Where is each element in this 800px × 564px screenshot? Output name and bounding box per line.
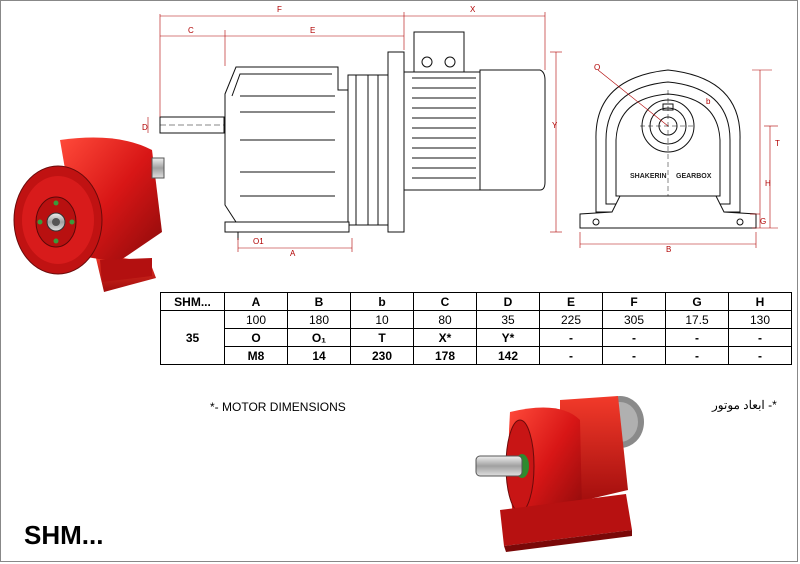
header-cell: SHM... <box>160 292 225 311</box>
table-cell: - <box>728 346 792 365</box>
motor-dimensions-note-persian: *- ابعاد موتور <box>712 398 777 412</box>
table-cell: Y* <box>476 328 540 347</box>
dim-label-F: F <box>277 5 282 14</box>
header-cell: A <box>224 292 288 311</box>
header-cell: G <box>665 292 729 311</box>
table-cell: T <box>350 328 414 347</box>
dim-label-H: H <box>765 179 771 188</box>
dim-label-C: C <box>188 26 194 35</box>
table-cell: - <box>728 328 792 347</box>
dim-label-B: B <box>666 245 671 254</box>
table-cell: 230 <box>350 346 414 365</box>
table-cell: 14 <box>287 346 351 365</box>
table-cell: 180 <box>287 310 351 329</box>
header-cell: b <box>350 292 414 311</box>
table-cell: - <box>602 346 666 365</box>
dim-label-D: D <box>142 123 148 132</box>
table-cell: 178 <box>413 346 477 365</box>
table-cell: 142 <box>476 346 540 365</box>
dim-label-Y: Y <box>552 121 558 130</box>
table-cell: M8 <box>224 346 288 365</box>
dim-label-G: G <box>760 217 766 226</box>
table-cell: 80 <box>413 310 477 329</box>
dim-label-X: X <box>470 5 476 14</box>
table-cell: 100 <box>224 310 288 329</box>
brand-label-left: SHAKERIN <box>630 173 667 180</box>
header-cell: H <box>728 292 792 311</box>
table-cell: - <box>539 328 603 347</box>
table-cell: O₁ <box>287 328 351 347</box>
table-cell: - <box>602 328 666 347</box>
dim-label-A: A <box>290 249 296 258</box>
side-dimensions <box>147 12 562 252</box>
table-cell: 225 <box>539 310 603 329</box>
series-title: SHM... <box>24 520 104 550</box>
header-cell: E <box>539 292 603 311</box>
front-view <box>579 69 757 229</box>
side-view <box>159 31 546 240</box>
table-cell: 305 <box>602 310 666 329</box>
header-cell: D <box>476 292 540 311</box>
dim-label-E: E <box>310 26 315 35</box>
table-cell: - <box>665 328 729 347</box>
front-dimensions <box>579 69 778 248</box>
table-header-row: SHM... A B b C D E F G H <box>160 292 792 311</box>
dim-label-b: b <box>706 97 711 106</box>
table-cell: 35 <box>476 310 540 329</box>
gearbox-render-side <box>475 396 644 552</box>
model-cell: 35 <box>160 310 225 365</box>
dimension-table: SHM... A B b C D E F G H 35 100 180 10 8… <box>160 292 792 365</box>
header-cell: C <box>413 292 477 311</box>
table-cell: - <box>665 346 729 365</box>
table-cell: O <box>224 328 288 347</box>
table-cell: X* <box>413 328 477 347</box>
table-row: O O₁ T X* Y* - - - - <box>161 328 792 347</box>
dim-label-O: O <box>594 63 600 72</box>
header-cell: B <box>287 292 351 311</box>
table-cell: 17.5 <box>665 310 729 329</box>
brand-label-right: GEARBOX <box>676 173 712 180</box>
table-row: 35 100 180 10 80 35 225 305 17.5 130 <box>160 310 792 365</box>
table-cell: - <box>539 346 603 365</box>
dim-label-T: T <box>775 139 780 148</box>
table-cell: 130 <box>728 310 792 329</box>
dim-label-O1: O1 <box>253 237 264 246</box>
header-cell: F <box>602 292 666 311</box>
table-row: M8 14 230 178 142 - - - - <box>161 346 792 365</box>
gearbox-render-front <box>13 137 165 292</box>
motor-dimensions-note: *- MOTOR DIMENSIONS <box>210 400 346 414</box>
table-cell: 10 <box>350 310 414 329</box>
